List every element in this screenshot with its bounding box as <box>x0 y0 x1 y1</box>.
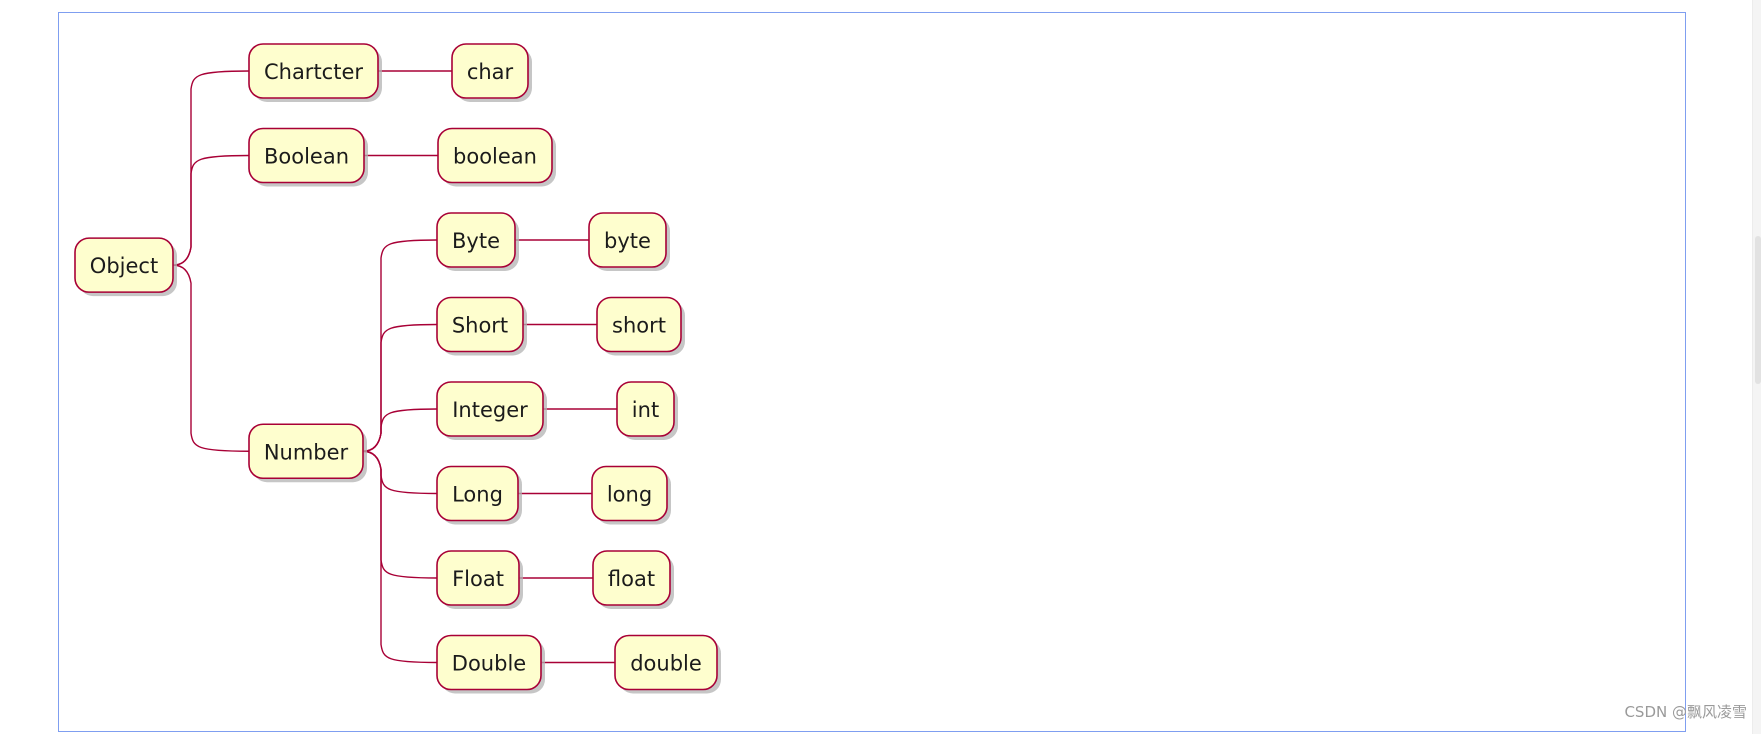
node-short-leaf: short <box>596 296 685 356</box>
edge-number-to-short <box>362 323 438 452</box>
edge-number-to-double <box>362 450 438 664</box>
node-box-double-leaf <box>614 634 718 691</box>
node-box-long-leaf <box>591 465 668 522</box>
node-char-leaf: char <box>451 43 532 102</box>
vertical-scrollbar-thumb[interactable] <box>1755 236 1761 384</box>
node-byte: Byte <box>436 212 519 271</box>
node-box-integer <box>436 381 544 437</box>
node-long-leaf: long <box>591 465 671 525</box>
node-box-byte <box>436 212 516 268</box>
node-label-double-leaf: double <box>630 652 702 676</box>
node-label-float-leaf: float <box>608 567 655 591</box>
node-box-long <box>436 465 519 522</box>
node-boolean-leaf: boolean <box>437 127 556 187</box>
node-label-number: Number <box>264 440 349 464</box>
node-box-float <box>436 550 520 606</box>
edges-layer <box>172 70 617 664</box>
node-double: Double <box>436 634 545 694</box>
node-box-short <box>436 296 524 353</box>
node-float-leaf: float <box>592 550 674 609</box>
node-label-float: Float <box>452 567 504 591</box>
node-label-byte: Byte <box>452 229 500 253</box>
node-box-number <box>248 423 364 480</box>
node-long: Long <box>436 465 522 525</box>
edge-object-to-boolean <box>172 154 250 266</box>
node-label-int-leaf: int <box>632 398 659 422</box>
node-label-short-leaf: short <box>612 314 666 338</box>
node-label-object: Object <box>90 254 158 278</box>
node-label-chartcter: Chartcter <box>264 60 363 84</box>
node-integer: Integer <box>436 381 547 440</box>
node-float: Float <box>436 550 523 609</box>
node-label-boolean-leaf: boolean <box>453 145 537 169</box>
node-label-boolean: Boolean <box>264 145 349 169</box>
edge-number-to-integer <box>362 408 438 452</box>
edge-number-to-byte <box>362 239 438 452</box>
node-box-char-leaf <box>451 43 529 99</box>
node-box-object <box>74 237 174 293</box>
node-box-boolean-leaf <box>437 127 553 184</box>
node-label-integer: Integer <box>452 398 528 422</box>
node-object: Object <box>74 237 177 297</box>
left-margin <box>0 0 58 734</box>
node-box-int-leaf <box>616 381 675 437</box>
node-box-byte-leaf <box>588 212 667 268</box>
node-label-long-leaf: long <box>607 483 652 507</box>
node-box-chartcter <box>248 43 379 99</box>
node-box-short-leaf <box>596 296 682 353</box>
edge-object-to-number <box>172 264 250 452</box>
node-box-float-leaf <box>592 550 671 606</box>
node-boolean: Boolean <box>248 127 368 187</box>
node-label-short: Short <box>452 314 508 338</box>
node-byte-leaf: byte <box>588 212 670 271</box>
node-label-double: Double <box>452 652 526 676</box>
node-label-char-leaf: char <box>467 60 514 84</box>
node-label-long: Long <box>452 483 503 507</box>
watermark-text: CSDN @飘风凌雪 <box>1624 703 1747 721</box>
node-short: Short <box>436 296 527 356</box>
node-int-leaf: int <box>616 381 678 440</box>
node-double-leaf: double <box>614 634 721 694</box>
edge-object-to-chartcter <box>172 70 250 266</box>
edge-number-to-long <box>362 450 438 495</box>
node-number: Number <box>248 423 367 483</box>
node-box-boolean <box>248 127 365 184</box>
node-box-double <box>436 634 542 691</box>
edge-number-to-float <box>362 450 438 579</box>
node-chartcter: Chartcter <box>248 43 382 102</box>
node-label-byte-leaf: byte <box>604 229 651 253</box>
